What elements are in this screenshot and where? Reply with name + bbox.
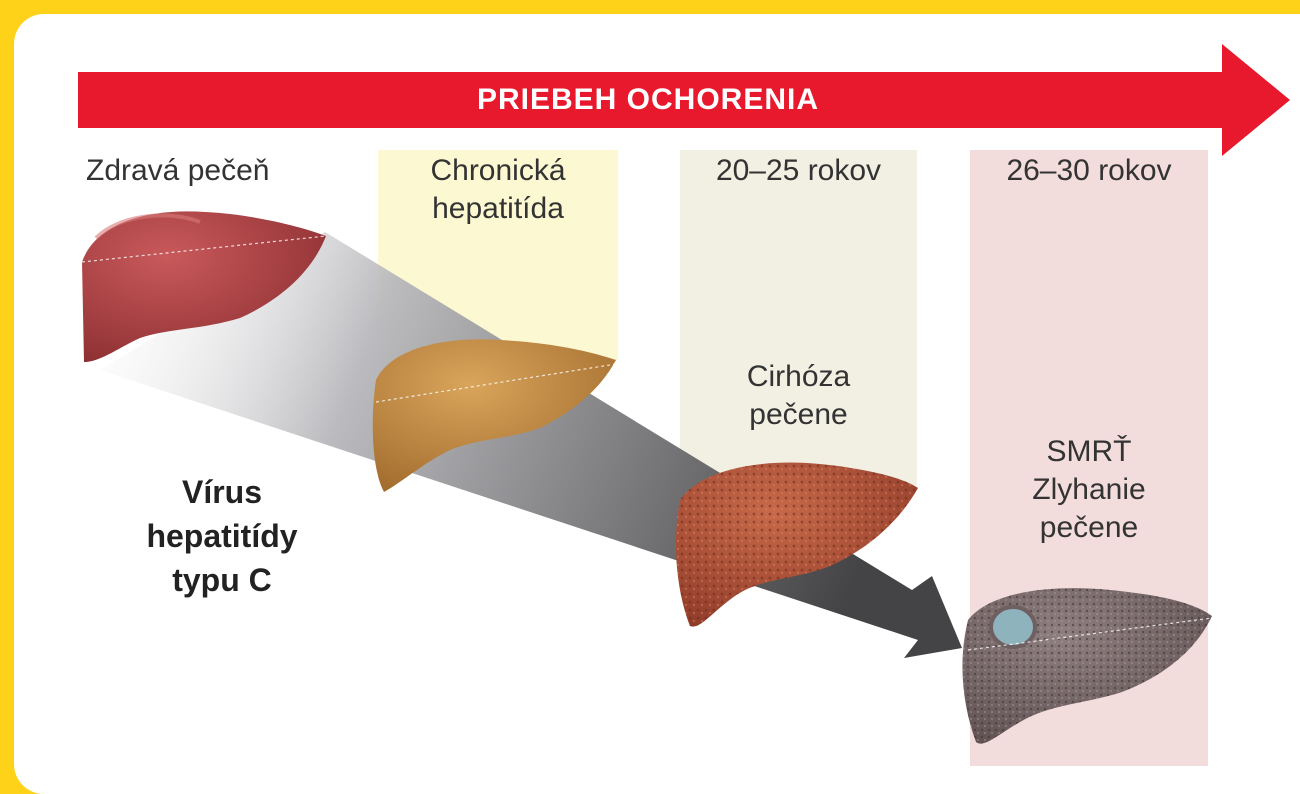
cirrhosis-label-line2: pečene [680, 396, 917, 434]
lesion-spot [991, 607, 1035, 647]
cirrhosis-label-line1: Cirhóza [680, 358, 917, 396]
stage-label-chronic-line2: hepatitída [378, 190, 618, 228]
stage-label-26-30-years: 26–30 rokov [970, 152, 1208, 190]
stage-label-healthy: Zdravá pečeň [86, 152, 306, 190]
liver-failure-label: SMRŤ Zlyhanie pečene [970, 433, 1208, 547]
virus-label-line1: Vírus [82, 470, 362, 514]
progress-arrow-title: PRIEBEH OCHORENIA [78, 72, 1218, 128]
stage-label-chronic: Chronická hepatitída [378, 152, 618, 228]
virus-label-line2: hepatitídy [82, 514, 362, 558]
failed-liver-image [962, 588, 1212, 743]
virus-label-line3: typu C [82, 558, 362, 602]
death-label: SMRŤ [970, 433, 1208, 471]
failure-label-line2: pečene [970, 509, 1208, 547]
stage-label-20-25-years: 20–25 rokov [680, 152, 917, 190]
cirrhosis-label: Cirhóza pečene [680, 358, 917, 434]
stage-label-chronic-line1: Chronická [378, 152, 618, 190]
virus-label: Vírus hepatitídy typu C [82, 470, 362, 602]
failure-label-line1: Zlyhanie [970, 471, 1208, 509]
